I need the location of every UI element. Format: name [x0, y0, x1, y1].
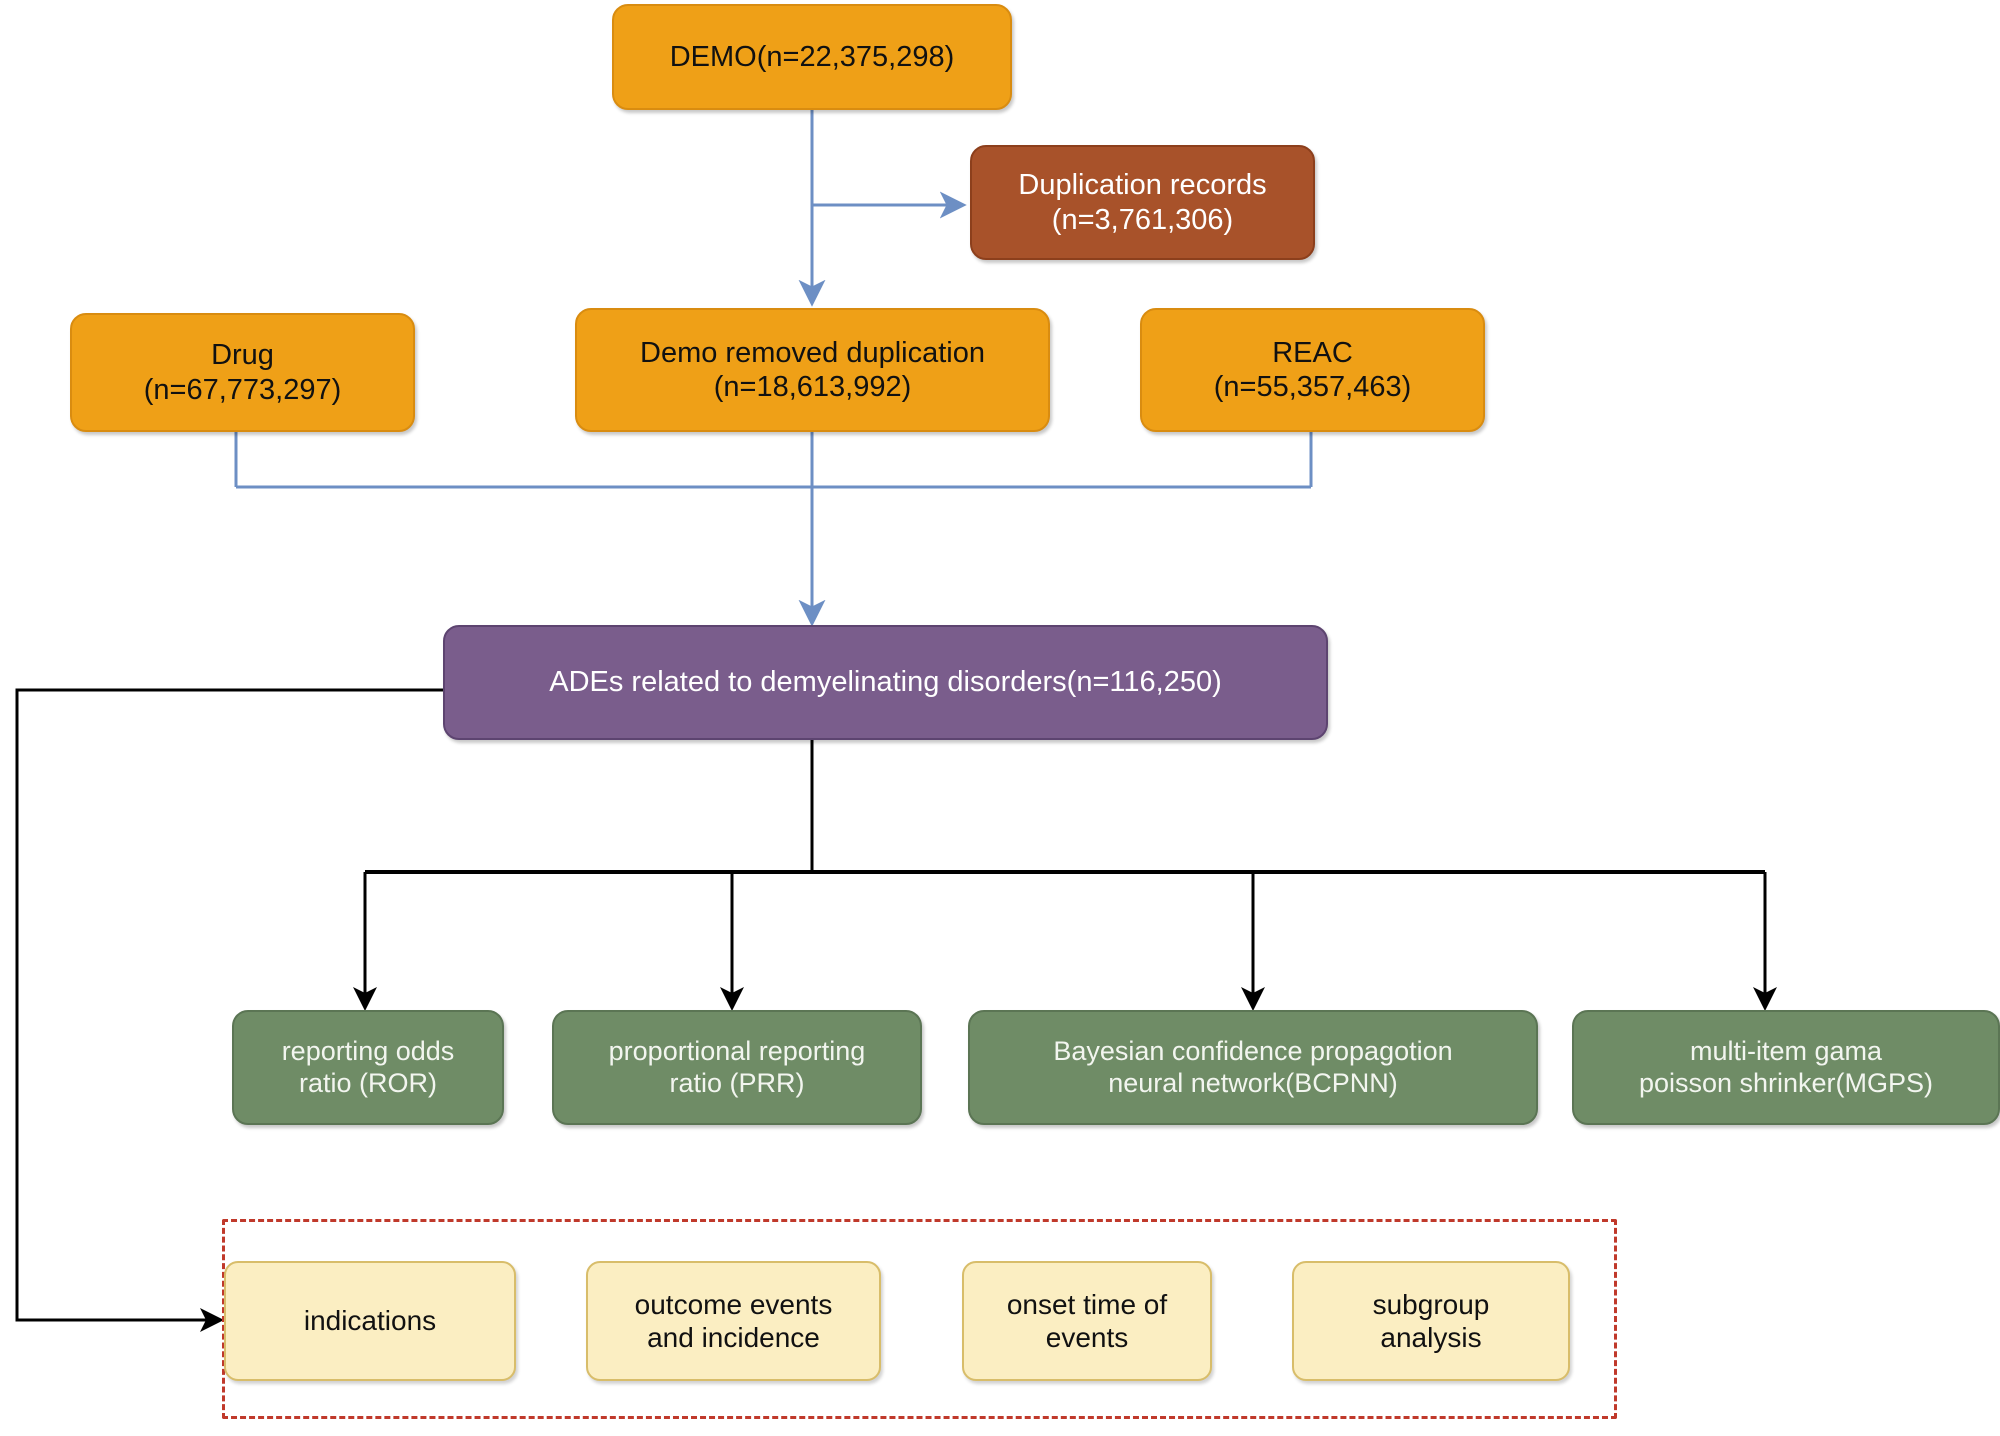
- node-ror[interactable]: reporting odds ratio (ROR): [232, 1010, 504, 1125]
- node-outcome-events[interactable]: outcome events and incidence: [586, 1261, 881, 1381]
- edge-ades-to-indications: [15, 688, 443, 1332]
- node-reac[interactable]: REAC (n=55,357,463): [1140, 308, 1485, 432]
- node-bcpnn[interactable]: Bayesian confidence propagotion neural n…: [968, 1010, 1538, 1125]
- node-drug[interactable]: Drug (n=67,773,297): [70, 313, 415, 432]
- node-duplication-records[interactable]: Duplication records (n=3,761,306): [970, 145, 1315, 260]
- node-mgps[interactable]: multi-item gama poisson shrinker(MGPS): [1572, 1010, 2000, 1125]
- node-indications[interactable]: indications: [224, 1261, 516, 1381]
- node-subgroup-analysis[interactable]: subgroup analysis: [1292, 1261, 1570, 1381]
- edge-ades-to-methods: [353, 740, 1777, 1011]
- node-ades[interactable]: ADEs related to demyelinating disorders(…: [443, 625, 1328, 740]
- dashed-analysis-region: [222, 1219, 1617, 1419]
- edge-sources-converge: [234, 432, 1313, 627]
- node-demo[interactable]: DEMO(n=22,375,298): [612, 4, 1012, 110]
- node-demo-removed-duplication[interactable]: Demo removed duplication (n=18,613,992): [575, 308, 1050, 432]
- node-prr[interactable]: proportional reporting ratio (PRR): [552, 1010, 922, 1125]
- node-onset-time[interactable]: onset time of events: [962, 1261, 1212, 1381]
